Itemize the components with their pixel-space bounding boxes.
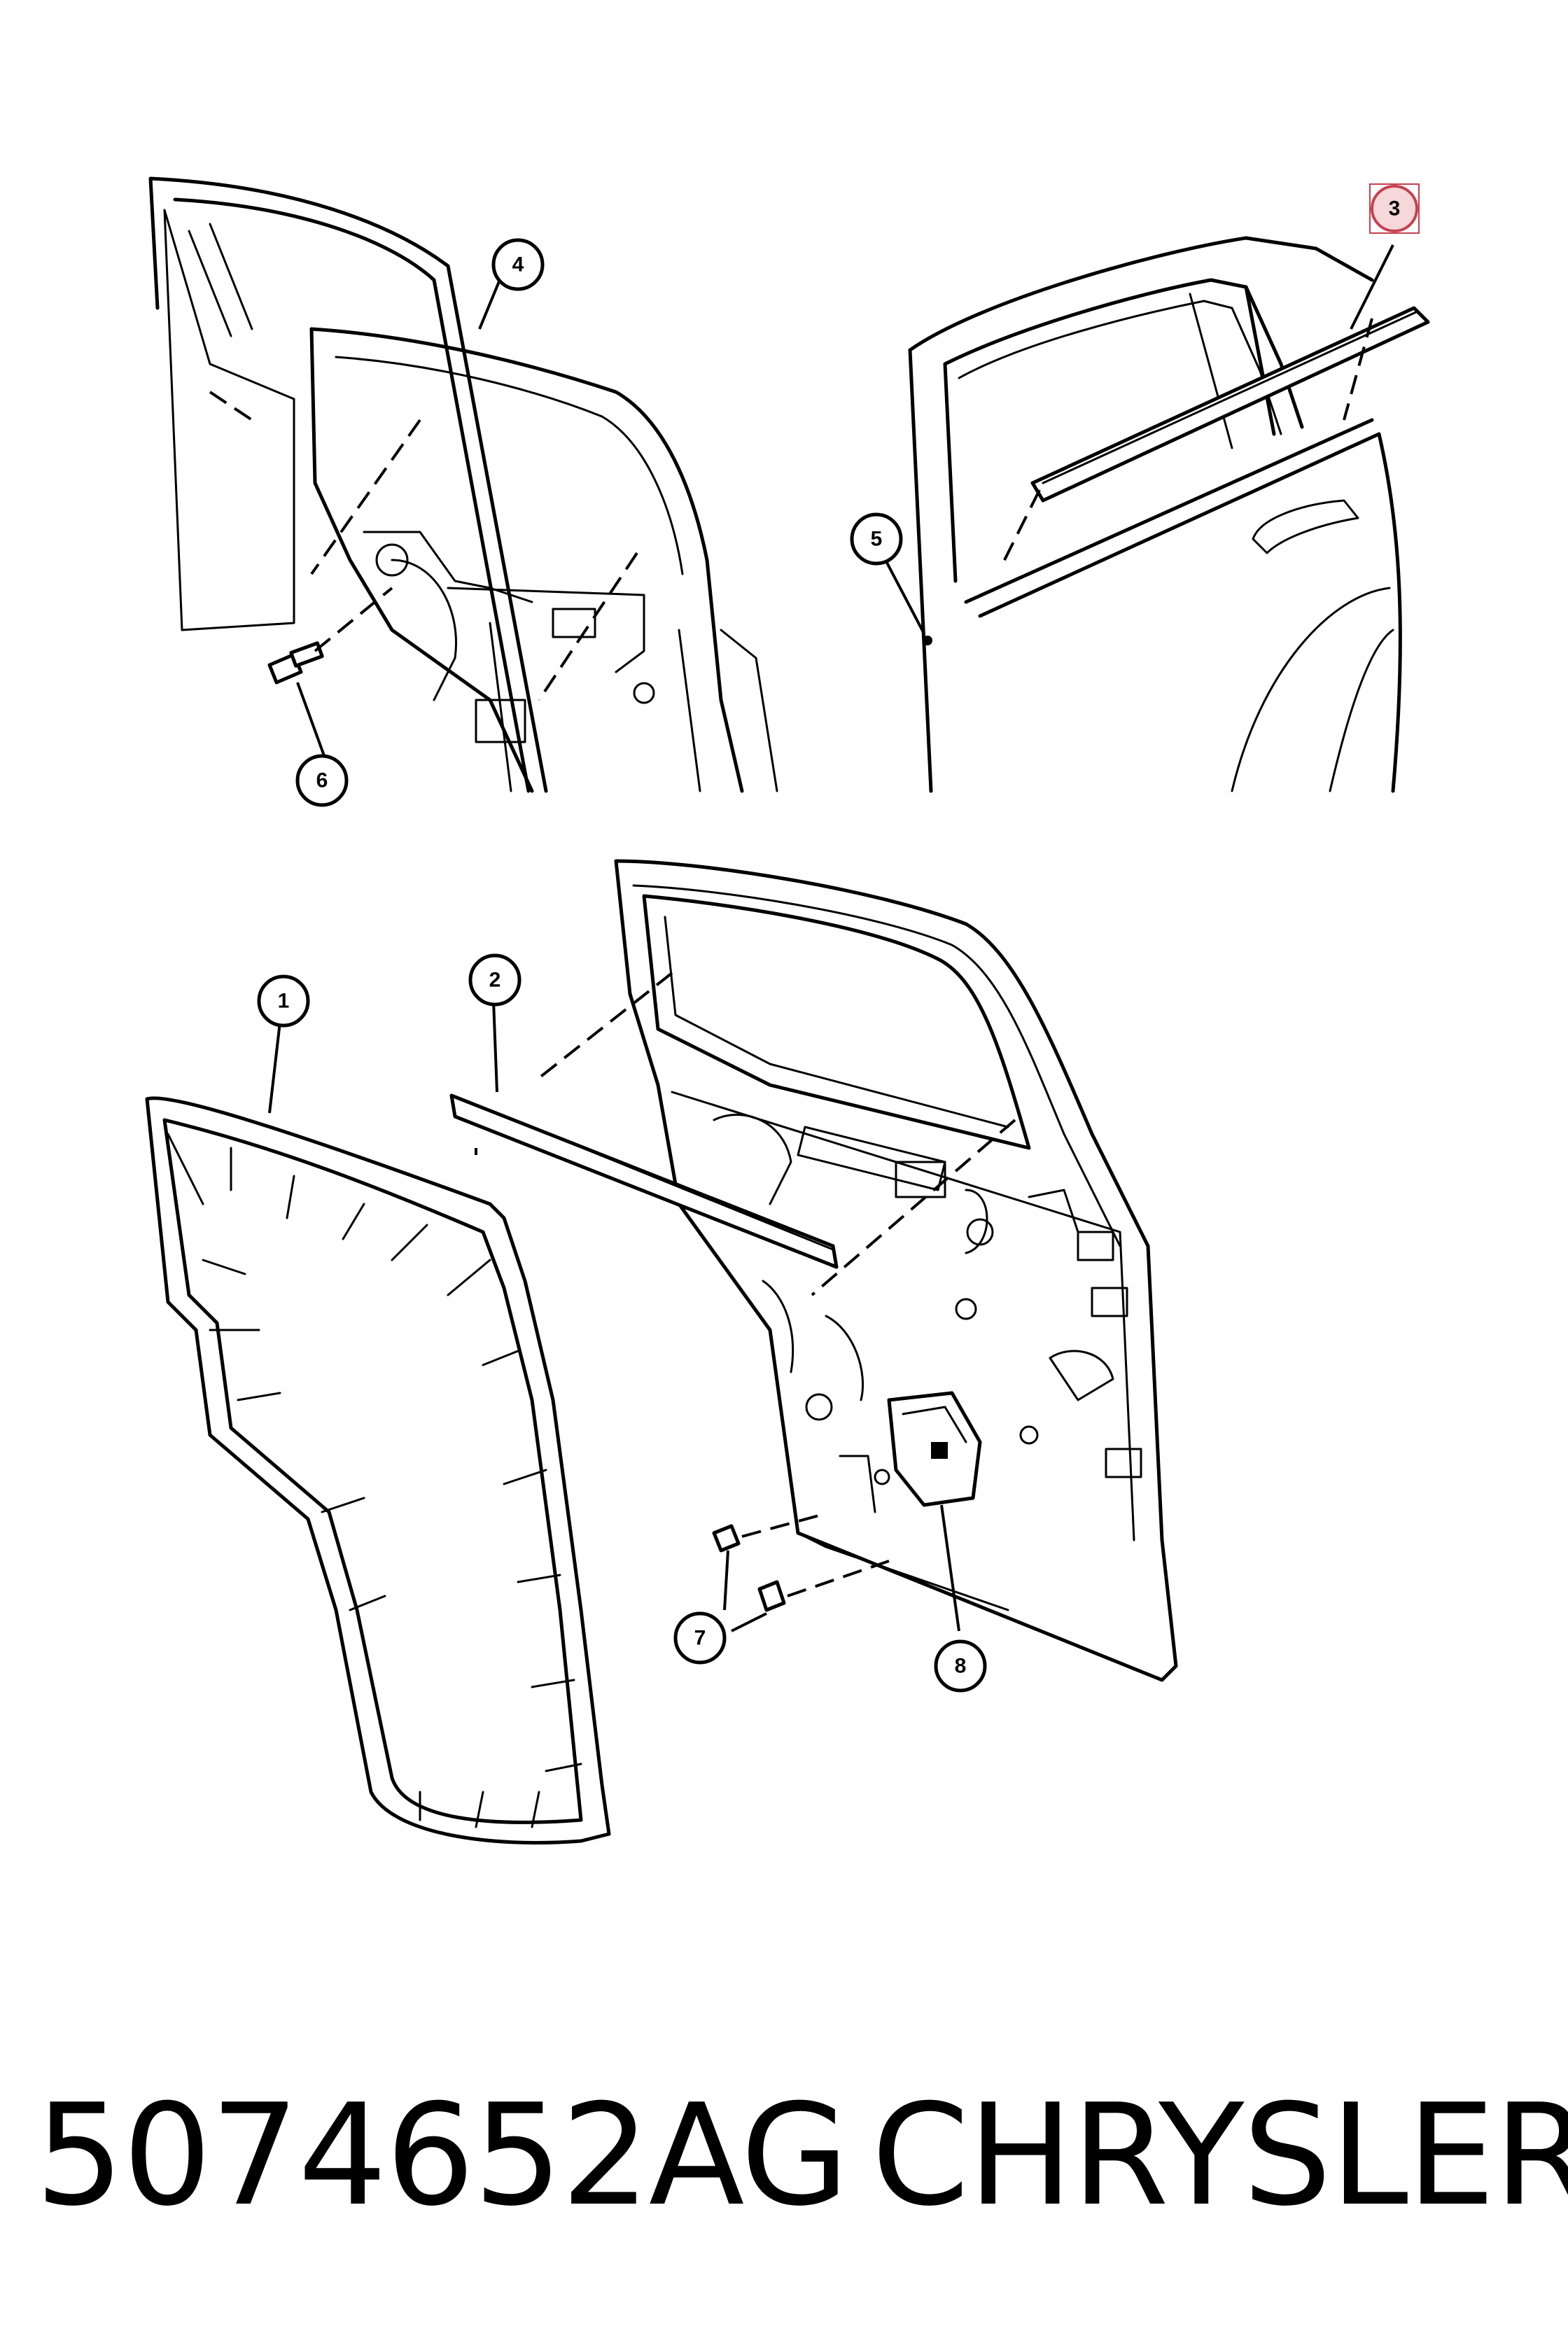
callout-6-label: 6 [316, 769, 328, 792]
callout-6[interactable]: 6 [295, 754, 349, 807]
weatherstrip-seal-drawing [145, 1021, 611, 1844]
door-exterior-drawing [884, 236, 1430, 793]
belt-molding-3 [1030, 306, 1430, 503]
bolt-6 [267, 641, 324, 685]
footer: 5074652AG CHRYSLER [0, 2072, 1568, 2240]
callout-3[interactable]: 3 [1369, 183, 1420, 234]
callout-3-label: 3 [1389, 197, 1401, 220]
door-glass-assembly-drawing [148, 176, 778, 793]
callout-1[interactable]: 1 [257, 974, 310, 1028]
callout-2-label: 2 [489, 969, 501, 992]
callout-4[interactable]: 4 [491, 238, 545, 291]
brand-name: CHRYSLER [872, 2074, 1568, 2237]
belt-weatherstrip-2 [449, 1093, 839, 1269]
callout-1-label: 1 [278, 990, 290, 1013]
callout-5[interactable]: 5 [850, 512, 903, 566]
callout-8[interactable]: 8 [934, 1639, 987, 1693]
callout-4-label: 4 [512, 253, 524, 276]
callout-8-label: 8 [955, 1655, 967, 1678]
callout-5-label: 5 [871, 528, 883, 551]
callout-2[interactable]: 2 [468, 953, 522, 1007]
callout-7[interactable]: 7 [673, 1611, 727, 1665]
screws-7 [712, 1524, 786, 1612]
door-shell-drawing [449, 859, 1178, 1682]
callout-7-label: 7 [694, 1627, 706, 1650]
door-latch-8 [887, 1391, 982, 1507]
part-number: 5074652AG [35, 2074, 849, 2237]
